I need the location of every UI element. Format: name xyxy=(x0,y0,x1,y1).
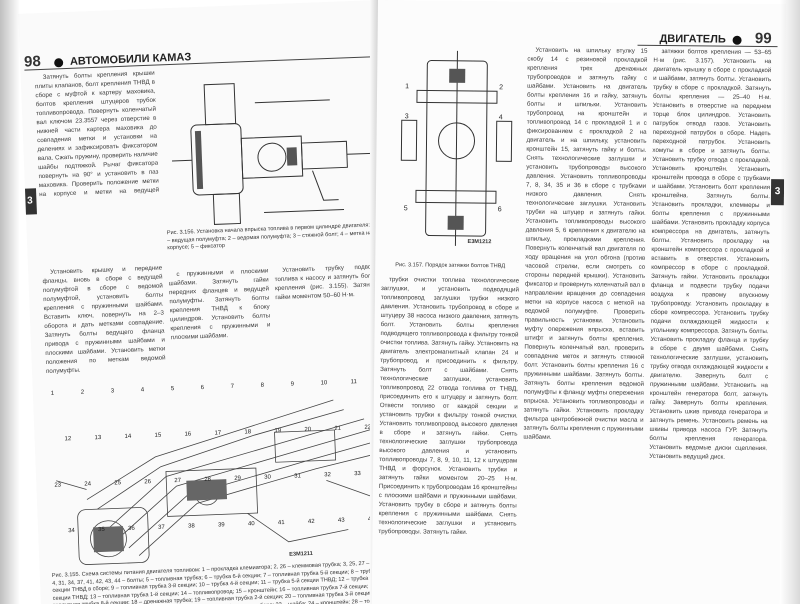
left-chapter-tab: 3 xyxy=(22,188,37,215)
fig155-callout-13: 13 xyxy=(94,435,102,441)
fig155-callout-23: 23 xyxy=(54,483,62,489)
fig155-callout-31: 31 xyxy=(294,473,302,479)
fig155-callout-42: 42 xyxy=(308,519,316,525)
fig157-label-6: 6 xyxy=(498,206,502,213)
left-text-mid-paragraph: Установить крышку и передние фланцы, вно… xyxy=(42,264,166,376)
right-text-col2: Установить на шпильку втулку 15 скобу 14… xyxy=(522,46,648,603)
fig155-callout-36: 36 xyxy=(128,526,136,532)
fig155-callout-38: 38 xyxy=(188,523,196,529)
right-stamp-label: Е3М1212 xyxy=(467,238,492,246)
left-text-col3: Установить трубку подвода топлива к насо… xyxy=(274,262,382,371)
fig155-callout-3: 3 xyxy=(111,388,115,394)
header-bullet-icon xyxy=(732,35,742,45)
fig155-callout-15: 15 xyxy=(154,433,162,439)
right-text-col3: затяжки болтов крепления — 53–65 Н·м (ри… xyxy=(648,47,772,604)
fig155-callout-11: 11 xyxy=(351,379,358,385)
right-text-col1-paragraph: трубки очистки топлива технологические з… xyxy=(378,276,520,536)
fig155-callout-2: 2 xyxy=(81,390,85,396)
left-text-col2-paragraph: с пружинными и плоскими шайбами. Затянут… xyxy=(168,267,271,342)
fig155-callout-29: 29 xyxy=(234,476,242,482)
fig155-callout-24: 24 xyxy=(84,481,92,487)
right-text-col2-paragraph: Установить на шпильку втулку 15 скобу 14… xyxy=(523,46,648,441)
left-text-mid: Установить крышку и передние фланцы, вно… xyxy=(42,263,166,378)
left-page-number: 98 xyxy=(23,52,42,71)
fig155-callout-22: 22 xyxy=(364,425,372,431)
fig155-callout-25: 25 xyxy=(114,480,122,486)
figure-3-157-caption: Рис. 3.157. Порядок затяжки болтов ТНВД xyxy=(395,262,506,270)
fig155-callout-19: 19 xyxy=(274,428,282,434)
fig155-callout-9: 9 xyxy=(291,381,295,387)
fig155-callout-33: 33 xyxy=(354,471,362,477)
fig157-label-5: 5 xyxy=(404,205,408,212)
fig155-callout-37: 37 xyxy=(158,525,166,531)
fig155-callout-32: 32 xyxy=(324,472,332,478)
fig157-label-4: 4 xyxy=(499,114,503,121)
fig155-callout-35: 35 xyxy=(98,527,106,533)
right-page: ДВИГАТЕЛЬ 99 3 1 2 3 xyxy=(371,0,786,604)
fig155-callout-18: 18 xyxy=(244,429,252,435)
fig155-callout-17: 17 xyxy=(214,430,222,436)
right-text-col3-paragraph: затяжки болтов крепления — 53–65 Н·м (ри… xyxy=(649,47,772,461)
fig157-label-3: 3 xyxy=(405,113,409,120)
fig155-callout-12: 12 xyxy=(65,436,73,442)
fig155-callout-14: 14 xyxy=(124,434,132,440)
header-bullet-icon xyxy=(53,57,64,68)
figure-3-157-drawing: 1 2 3 4 5 6 xyxy=(400,50,513,246)
right-header-title: ДВИГАТЕЛЬ xyxy=(659,32,726,46)
fig155-callout-26: 26 xyxy=(144,479,152,485)
fig157-label-2: 2 xyxy=(499,84,503,91)
left-text-top: Затянуть болты крепления крышки плиты кл… xyxy=(34,69,160,199)
fig155-callout-8: 8 xyxy=(261,383,265,389)
fig157-label-1: 1 xyxy=(405,83,409,90)
fig155-callout-5: 5 xyxy=(171,386,175,392)
fig155-callout-16: 16 xyxy=(184,431,192,437)
fig155-callout-1: 1 xyxy=(51,391,55,397)
fig155-callout-10: 10 xyxy=(321,380,329,386)
right-chapter-tab: 3 xyxy=(770,179,785,206)
fig155-callout-4: 4 xyxy=(141,387,145,393)
fig155-callout-21: 21 xyxy=(334,426,342,432)
figure-3-156-drawing xyxy=(172,83,372,225)
figure-3-156-caption: Рис. 3.156. Установка начала впрыска топ… xyxy=(166,222,375,252)
right-text-col1: трубки очистки топлива технологические з… xyxy=(378,275,519,601)
fig155-callout-27: 27 xyxy=(174,478,182,484)
fig155-callout-43: 43 xyxy=(338,518,346,524)
fig155-callout-40: 40 xyxy=(248,521,256,527)
left-text-col3-paragraph: Установить трубку подвода топлива к насо… xyxy=(274,263,380,302)
fig155-callout-34: 34 xyxy=(68,528,76,534)
left-text-col2: с пружинными и плоскими шайбами. Затянут… xyxy=(168,266,272,375)
fig155-callout-28: 28 xyxy=(204,477,212,483)
fig155-callout-39: 39 xyxy=(218,522,226,528)
fig155-callout-30: 30 xyxy=(264,474,272,480)
fig155-callout-6: 6 xyxy=(201,385,205,391)
fig155-callout-20: 20 xyxy=(304,427,312,433)
fig155-callout-41: 41 xyxy=(278,520,286,526)
right-page-number: 99 xyxy=(754,29,772,48)
left-page: 98 АВТОМОБИЛИ КАМАЗ 3 Затянуть болты кре… xyxy=(18,0,402,604)
left-text-top-paragraph: Затянуть болты крепления крышки плиты кл… xyxy=(34,69,160,199)
fig155-callout-7: 7 xyxy=(231,384,235,390)
